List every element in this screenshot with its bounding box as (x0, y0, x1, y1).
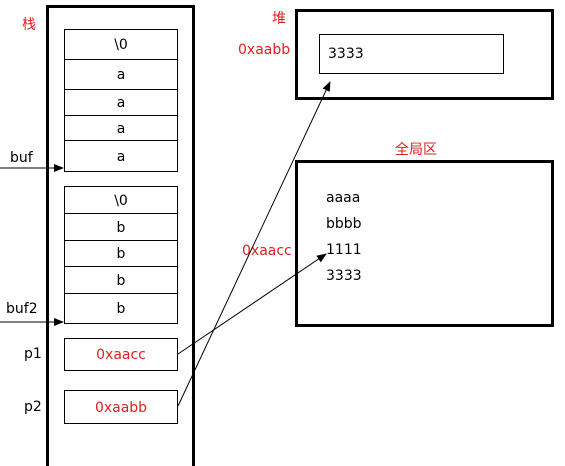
heap-value-box: 3333 (319, 34, 504, 74)
heap-value: 3333 (328, 46, 364, 62)
heap-address: 0xaabb (238, 42, 291, 58)
p2-cell: 0xaabb (64, 390, 178, 424)
global-item: 3333 (326, 268, 362, 284)
global-address: 0xaacc (242, 243, 292, 259)
p1-label: p1 (24, 346, 42, 362)
p2-label: p2 (24, 399, 42, 415)
global-item: aaaa (326, 190, 361, 206)
p1-cell: 0xaacc (64, 338, 178, 371)
buf2-cell: b (64, 240, 178, 267)
global-title: 全局区 (395, 142, 437, 158)
buf2-cell: b (64, 266, 178, 294)
heap-title: 堆 (272, 11, 286, 27)
stack-top-border (46, 5, 195, 8)
p1-to-global-arrow (177, 253, 327, 355)
buf-label: buf (10, 150, 33, 166)
heap-region (295, 9, 554, 100)
stack-title: 栈 (22, 17, 36, 33)
buf2-cell: \0 (64, 186, 178, 214)
buf-cell: a (64, 89, 178, 116)
global-item: bbbb (326, 216, 362, 232)
buf2-cell: b (64, 293, 178, 324)
buf2-label: buf2 (6, 301, 38, 317)
buf-cell: a (64, 140, 178, 172)
stack-region (46, 8, 195, 466)
p2-to-heap-arrow (177, 81, 331, 407)
global-region (295, 160, 554, 327)
global-item: 1111 (326, 242, 362, 258)
